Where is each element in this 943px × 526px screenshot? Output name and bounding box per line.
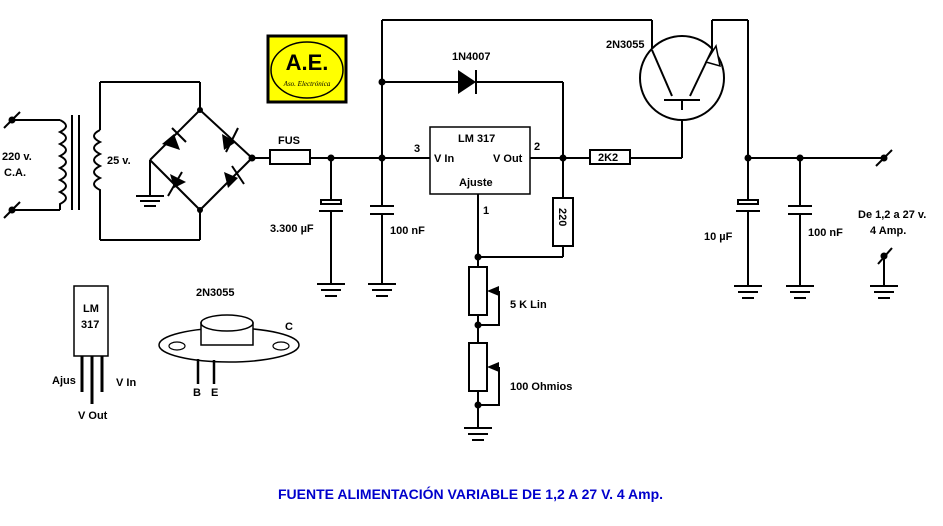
c2-label: 100 nF: [390, 225, 425, 237]
regulator-adj-label: Ajuste: [459, 177, 493, 189]
pkg-lm-label: LM: [83, 303, 99, 315]
pkg-ajus-label: Ajus: [52, 375, 76, 387]
capacitor-c2: 100 nF: [368, 158, 425, 297]
output-ground-terminal: De 1,2 a 27 v. 4 Amp.: [858, 209, 926, 299]
regulator-output: 2K2 220: [474, 110, 683, 267]
potentiometer-5k: 5 K Lin: [468, 266, 547, 343]
output-rail: [744, 149, 893, 167]
capacitor-c4: 100 nF: [786, 158, 843, 299]
transformer: 25 v.: [57, 82, 131, 240]
logo-subtitle: Aso. Electrónica: [283, 80, 331, 88]
r1-label: 220: [556, 208, 568, 226]
pin-adj-label: 1: [483, 205, 489, 217]
pkg-vout-label: V Out: [78, 410, 108, 422]
pin-in-label: 3: [414, 143, 420, 155]
logo-text: A.E.: [286, 50, 329, 75]
pkg-vin-label: V In: [116, 377, 136, 389]
r2-label: 2K2: [598, 152, 618, 164]
top-rail: 1N4007: [378, 19, 653, 158]
pot1-label: 5 K Lin: [510, 299, 547, 311]
diagram-title: FUENTE ALIMENTACIÓN VARIABLE DE 1,2 A 27…: [278, 485, 663, 502]
potentiometer-100: 100 Ohmios: [464, 342, 572, 441]
secondary-voltage-label: 25 v.: [107, 155, 131, 167]
main-rail: FUS: [252, 135, 430, 165]
fuse: [269, 149, 311, 165]
diode-1n4007: [458, 70, 476, 94]
to3-b-label: B: [193, 387, 201, 399]
transistor-label: 2N3055: [606, 39, 645, 51]
pin-out-label: 2: [534, 141, 540, 153]
c3-label: 10 µF: [704, 231, 733, 243]
to3-e-label: E: [211, 387, 218, 399]
regulator-vin-label: V In: [434, 153, 454, 165]
to3-package: 2N3055 C B E: [158, 287, 300, 399]
logo: A.E. Aso. Electrónica: [266, 34, 348, 104]
c1-label: 3.300 µF: [270, 223, 314, 235]
pkg-317-label: 317: [81, 319, 99, 331]
mains-input: 220 v. C.A.: [2, 111, 60, 219]
regulator-vout-label: V Out: [493, 153, 523, 165]
diode-label: 1N4007: [452, 51, 491, 63]
input-type-label: C.A.: [4, 167, 26, 179]
transistor-2n3055: 2N3055: [606, 19, 749, 158]
capacitor-c1: 3.300 µF: [270, 158, 345, 297]
lm317-regulator: LM 317 V In V Out Ajuste 3 2 1: [414, 126, 540, 217]
to3-c-label: C: [285, 321, 293, 333]
pot2-label: 100 Ohmios: [510, 381, 572, 393]
to3-name: 2N3055: [196, 287, 235, 299]
fuse-label: FUS: [278, 135, 300, 147]
input-voltage-label: 220 v.: [2, 151, 32, 163]
lm317-package: LM 317 Ajus V In V Out: [52, 285, 136, 422]
bridge-rectifier: [100, 81, 256, 241]
output-current-label: 4 Amp.: [870, 225, 906, 237]
c4-label: 100 nF: [808, 227, 843, 239]
capacitor-c3: 10 µF: [704, 158, 762, 299]
output-range-label: De 1,2 a 27 v.: [858, 209, 926, 221]
regulator-name: LM 317: [458, 133, 495, 145]
